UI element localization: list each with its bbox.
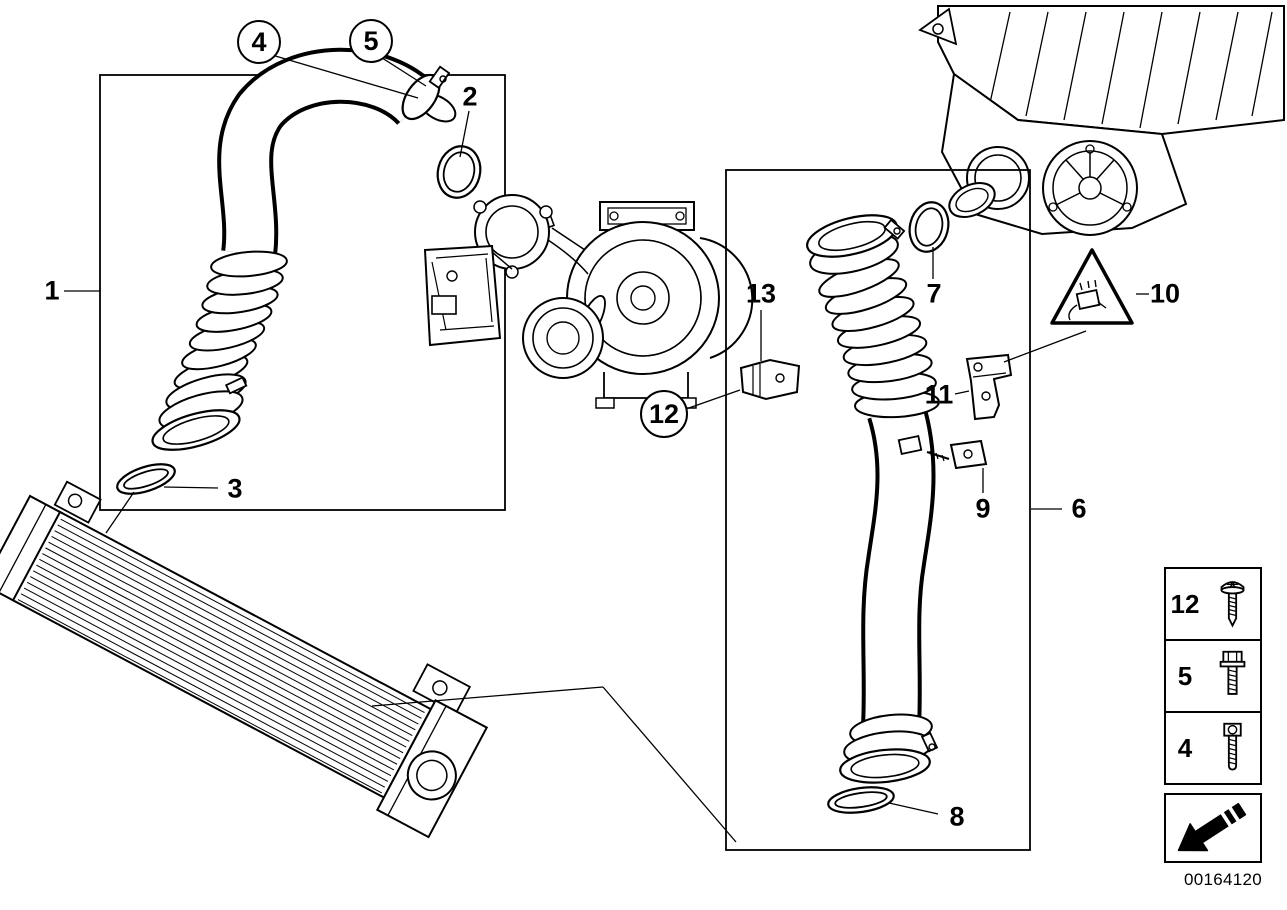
- direction-arrow-icon: [1177, 802, 1247, 852]
- callout-11[interactable]: 11: [924, 379, 954, 410]
- callout-4-circled[interactable]: 4: [237, 20, 281, 64]
- o-ring-3: [116, 463, 176, 495]
- fastener-legend: 12 5 4: [1164, 567, 1262, 785]
- bracket-13: [739, 358, 801, 401]
- legend-row-5: 5: [1164, 639, 1262, 713]
- callout-13[interactable]: 13: [745, 278, 777, 309]
- charge-air-hose-1: [151, 47, 457, 451]
- engine-cylinder-head: [918, 5, 1285, 236]
- callout-7[interactable]: 7: [926, 278, 942, 309]
- legend-row-4: 4: [1164, 711, 1262, 785]
- leader-lines: [64, 54, 1149, 843]
- legend-label-12[interactable]: 12: [1170, 588, 1200, 619]
- callout-3[interactable]: 3: [227, 473, 243, 504]
- legend-label-4[interactable]: 4: [1177, 732, 1193, 763]
- callout-5-circled[interactable]: 5: [349, 19, 393, 63]
- legend-label-5[interactable]: 5: [1177, 660, 1193, 691]
- callout-12-circled[interactable]: 12: [640, 390, 688, 438]
- sensor-bracket-11: [965, 353, 1013, 421]
- callout-2[interactable]: 2: [462, 81, 478, 112]
- charge-air-duct-6: [806, 214, 940, 784]
- legend-row-12: 12: [1164, 567, 1262, 641]
- o-ring-8: [827, 786, 895, 814]
- pan-head-screw-icon: [1220, 580, 1244, 628]
- intercooler: [0, 480, 489, 839]
- o-ring-7: [908, 201, 950, 253]
- hex-flange-bolt-icon: [1219, 650, 1245, 695]
- document-number: 00164120: [1183, 870, 1262, 889]
- group-box-duct-6: [725, 169, 1031, 851]
- cheese-head-screw-icon: [1222, 722, 1242, 771]
- callout-9[interactable]: 9: [975, 493, 991, 524]
- direction-arrow-box: [1164, 793, 1262, 863]
- callout-10[interactable]: 10: [1149, 278, 1181, 309]
- callout-6[interactable]: 6: [1071, 493, 1087, 524]
- turbocharger: [522, 201, 754, 409]
- intake-flange-actuator: [423, 194, 589, 347]
- callout-1[interactable]: 1: [44, 275, 60, 306]
- callout-8[interactable]: 8: [949, 801, 965, 832]
- o-ring-2: [436, 145, 482, 199]
- sensor-9: [926, 439, 988, 470]
- warning-triangle-connector-icon: [1050, 248, 1134, 325]
